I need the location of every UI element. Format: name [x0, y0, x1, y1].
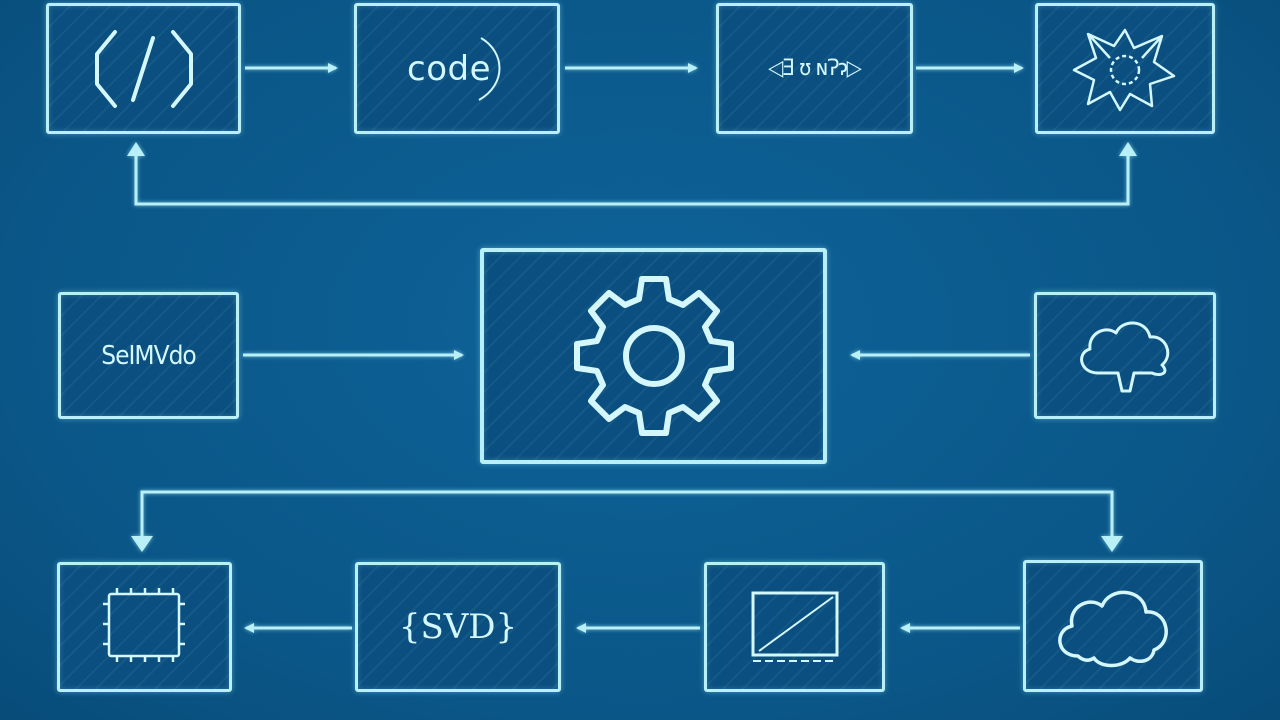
star-node-icon — [1072, 28, 1176, 111]
canvas-icon — [751, 591, 838, 662]
node-settings-input[interactable]: SeIMVdo — [58, 292, 239, 419]
node-code[interactable]: code — [354, 3, 560, 134]
node-cloud-input[interactable] — [1034, 292, 1216, 419]
node-svg[interactable]: {SVD} — [355, 562, 561, 692]
chip-icon — [102, 588, 185, 662]
arrowhead-bottom-right — [1101, 536, 1123, 552]
node-canvas[interactable] — [704, 562, 885, 692]
node-source-code[interactable] — [46, 3, 241, 134]
node-engine[interactable] — [480, 248, 827, 464]
settings-input-label: SeIMVdo — [101, 340, 196, 371]
svg-label: {SVD} — [398, 607, 518, 647]
node-output[interactable] — [1035, 3, 1215, 134]
curve-accent-icon — [478, 36, 501, 101]
cloud-icon — [1080, 321, 1170, 392]
arrowhead-bottom-left — [131, 536, 153, 552]
code-brackets-icon — [94, 29, 193, 108]
loop-top — [134, 152, 1130, 206]
parser-label: ◁Ǝ ʊ ɴɁɂ▷ — [768, 56, 862, 81]
arrowhead-loop-left — [127, 142, 145, 156]
node-chip[interactable] — [57, 562, 232, 692]
loop-bottom — [140, 490, 1114, 540]
code-label: code — [407, 48, 491, 89]
node-parser[interactable]: ◁Ǝ ʊ ɴɁɂ▷ — [716, 3, 913, 134]
cloud-icon — [1058, 590, 1168, 668]
arrowhead-loop-right — [1119, 142, 1137, 156]
node-cloud-output[interactable] — [1023, 560, 1203, 692]
gear-icon — [573, 276, 734, 436]
